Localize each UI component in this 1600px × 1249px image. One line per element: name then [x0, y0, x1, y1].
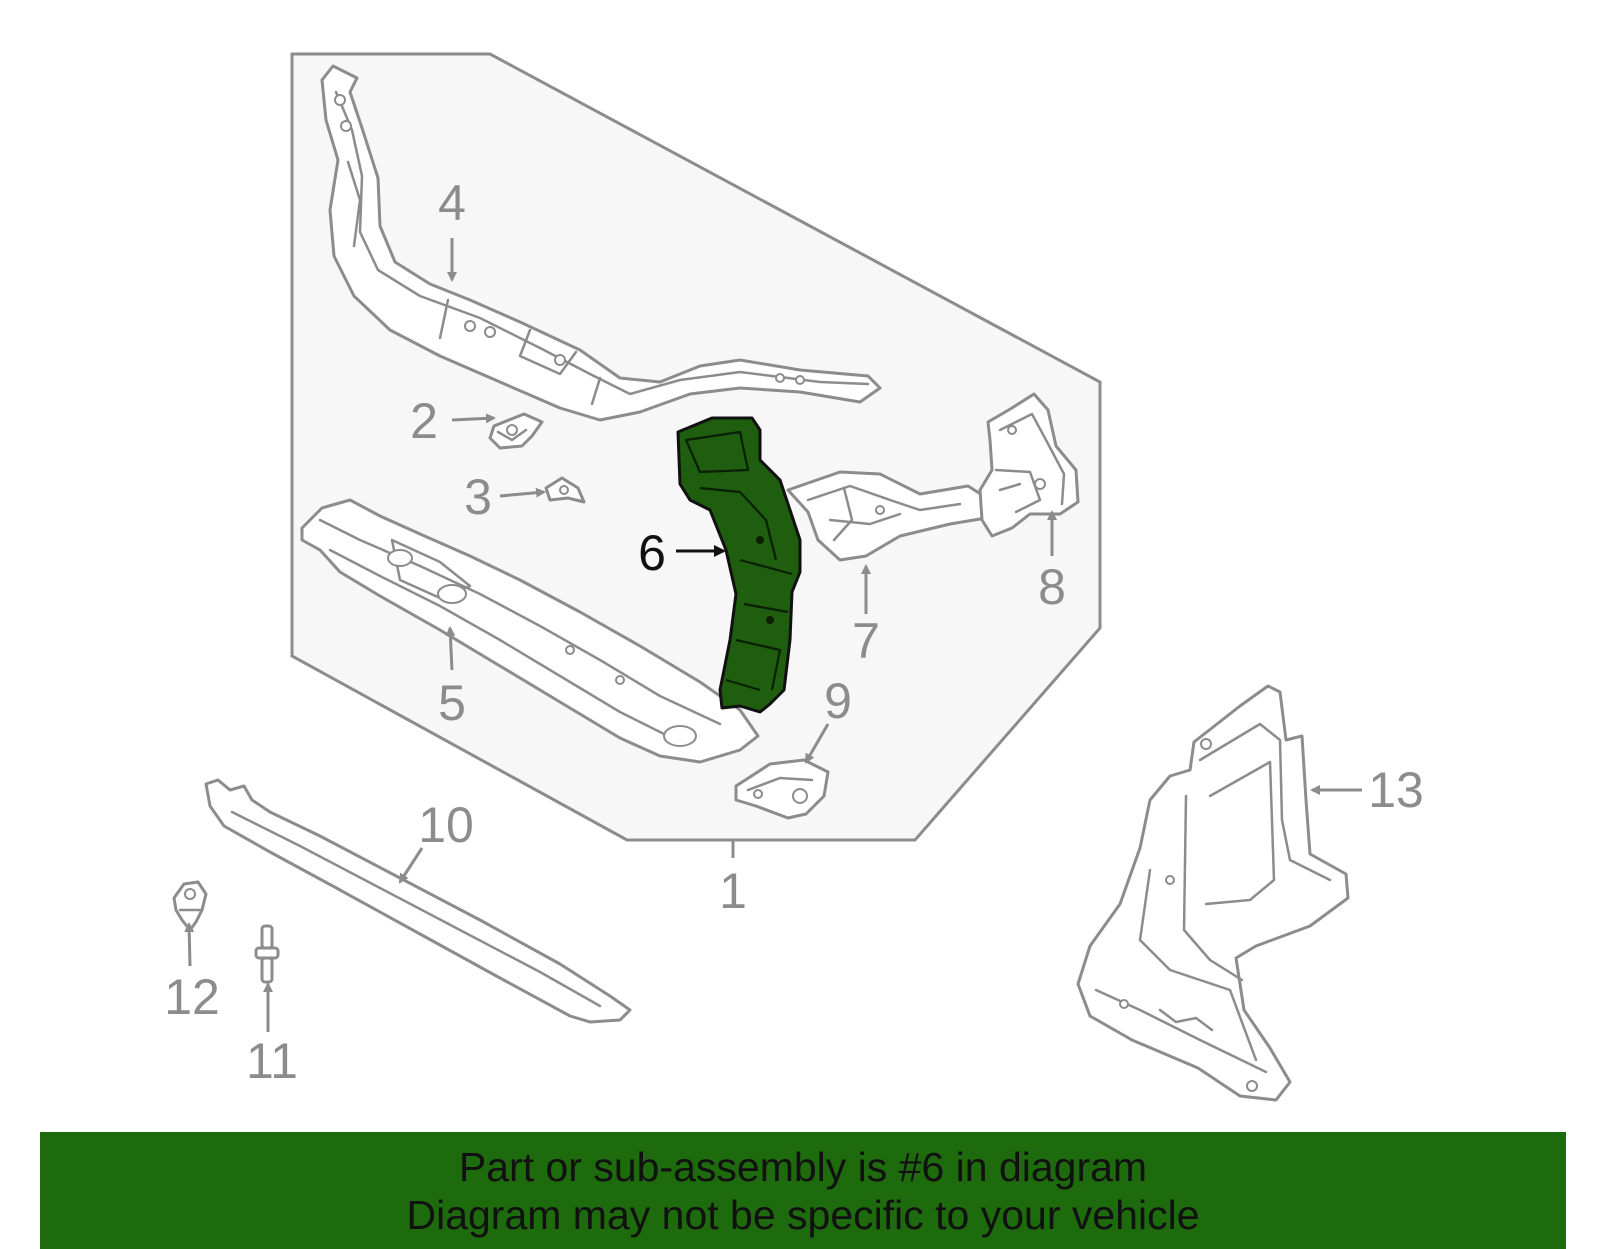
callout-11: 11 — [246, 1033, 298, 1089]
headlamp-bracket-part-8 — [978, 392, 1080, 538]
callout-4: 4 — [438, 175, 466, 231]
info-banner: Part or sub-assembly is #6 in diagram Di… — [40, 1132, 1566, 1249]
side-support-part-6 — [676, 416, 802, 714]
leader-9 — [804, 723, 830, 764]
callout-9: 9 — [824, 673, 852, 729]
leader-3 — [499, 487, 546, 498]
side-bracket-part-7 — [786, 470, 992, 562]
banner-line-2: Diagram may not be specific to your vehi… — [406, 1192, 1200, 1238]
lower-tie-bar-part — [300, 498, 760, 764]
splash-shield-part-13 — [1076, 684, 1350, 1102]
bolt-part-11 — [254, 924, 280, 984]
callout-1: 1 — [719, 863, 747, 919]
callout-10: 10 — [418, 797, 474, 853]
mount-bracket-part-9 — [734, 758, 830, 820]
clip-part-3 — [544, 476, 586, 504]
bracket-part-2 — [488, 412, 544, 450]
leader-5 — [445, 626, 456, 671]
push-clip-part-12 — [172, 880, 208, 932]
callout-8: 8 — [1038, 559, 1066, 615]
callout-6: 6 — [638, 525, 666, 581]
callout-13: 13 — [1368, 762, 1424, 818]
banner-line-1: Part or sub-assembly is #6 in diagram — [458, 1144, 1148, 1190]
callout-3: 3 — [464, 469, 492, 525]
callout-2: 2 — [410, 393, 438, 449]
deflector-part-10 — [204, 778, 632, 1024]
leader-12 — [184, 922, 195, 967]
leader-10 — [398, 847, 424, 884]
callout-5: 5 — [438, 675, 466, 731]
callout-7: 7 — [852, 613, 880, 669]
leader-2 — [451, 413, 496, 424]
callout-12: 12 — [164, 969, 220, 1025]
upper-tie-bar-part — [320, 64, 882, 422]
